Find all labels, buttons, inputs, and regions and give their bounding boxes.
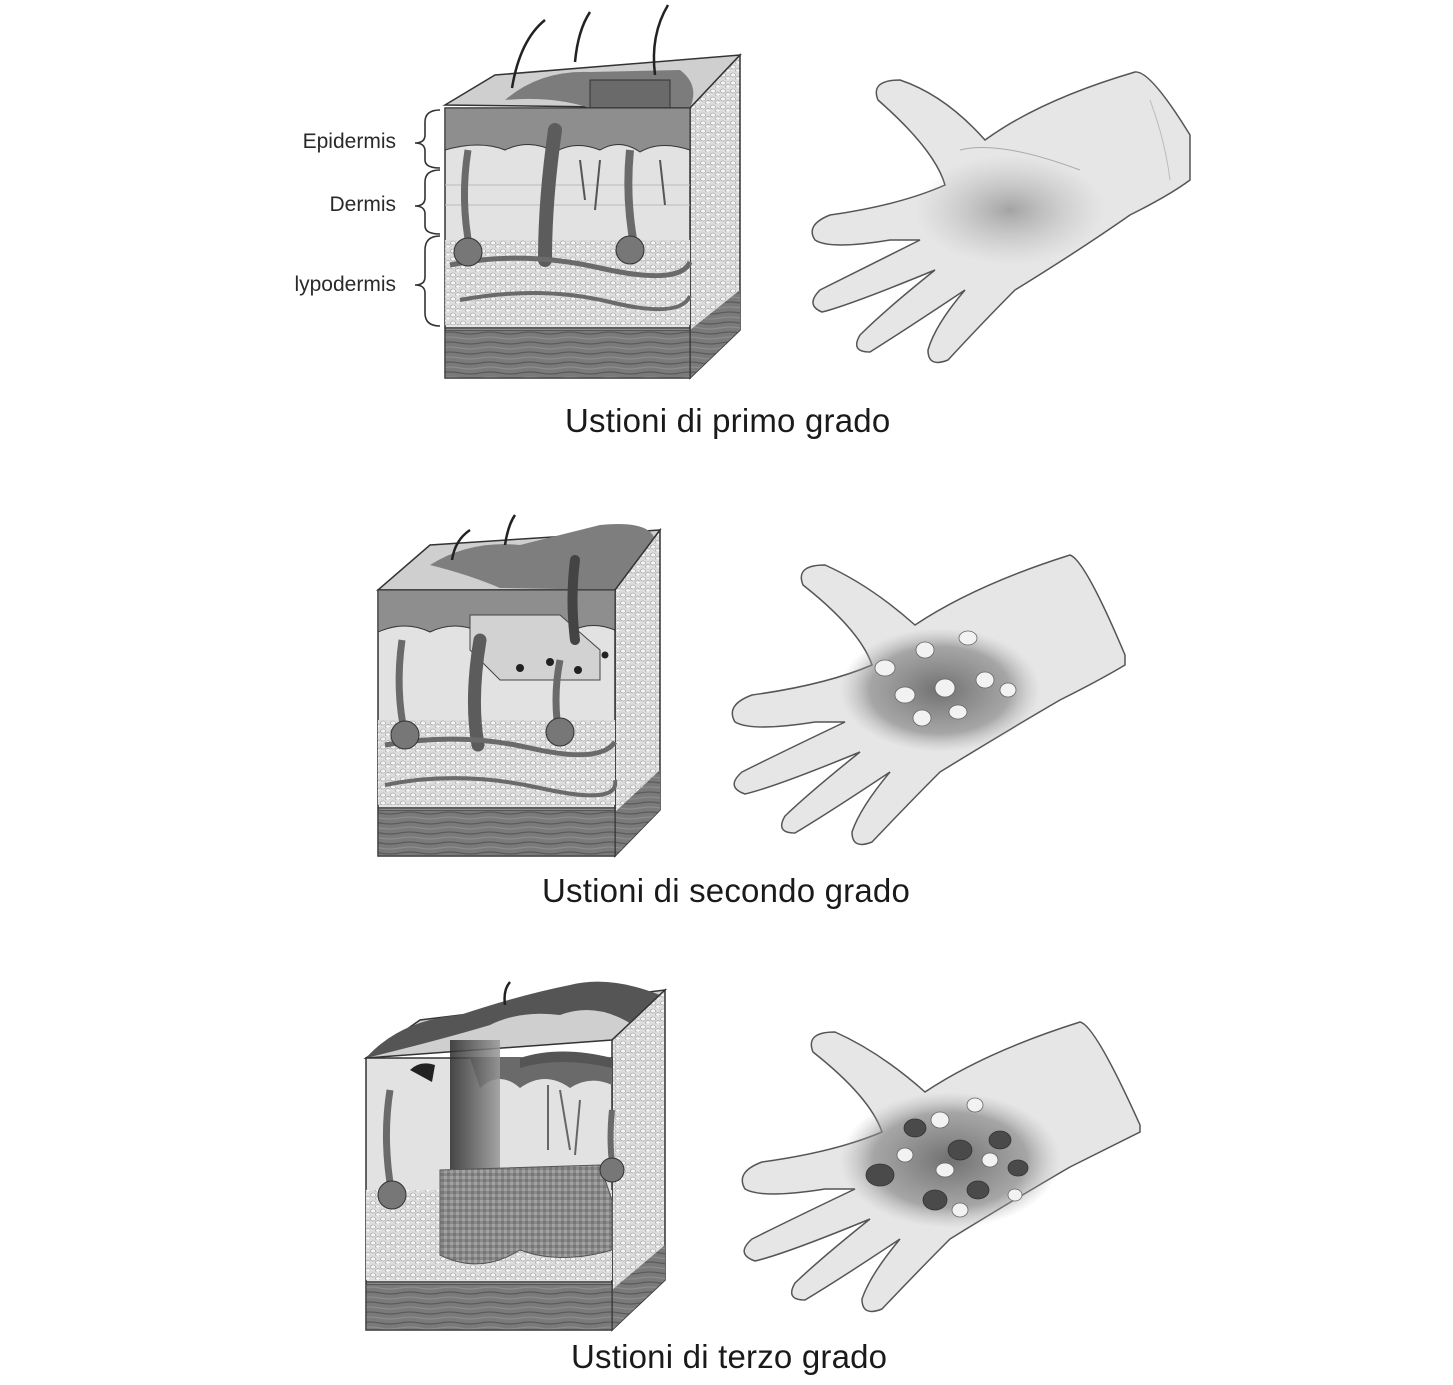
label-dermis: Dermis <box>329 193 397 216</box>
hand-first-degree <box>811 71 1191 364</box>
caption-second-degree: Ustioni di secondo grado <box>542 872 911 909</box>
hand-second-degree <box>731 554 1126 846</box>
skin-block-second-degree <box>375 514 662 858</box>
hand-third-degree <box>741 1021 1141 1313</box>
skin-block-first-degree <box>442 4 742 380</box>
label-epidermis: Epidermis <box>302 130 396 153</box>
layer-braces <box>414 109 441 327</box>
skin-block-third-degree <box>363 981 668 1332</box>
label-hypodermis: lypodermis <box>294 273 396 296</box>
caption-first-degree: Ustioni di primo grado <box>565 402 891 439</box>
caption-third-degree: Ustioni di terzo grado <box>571 1338 888 1375</box>
